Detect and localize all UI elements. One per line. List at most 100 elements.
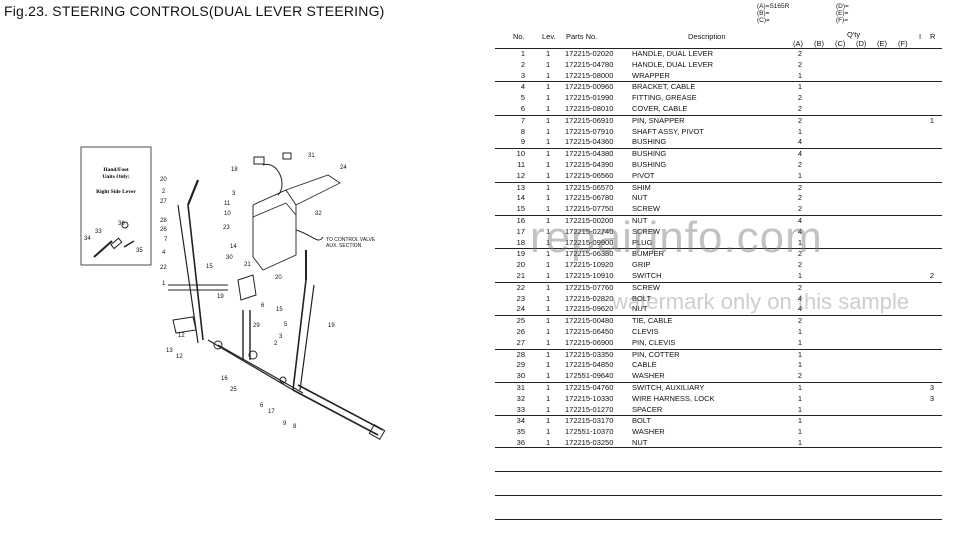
row-lev: 1 (546, 382, 551, 392)
row-qty-a: 4 (797, 215, 803, 225)
row-description: WRAPPER (632, 70, 670, 80)
row-description: SWITCH (632, 270, 662, 280)
blank-row-line (495, 447, 942, 448)
row-part-number: 172215-06570 (565, 182, 614, 192)
watermark-site: repairinfo.com (530, 213, 823, 262)
row-qty-a: 1 (797, 237, 803, 247)
svg-text:19: 19 (328, 323, 335, 329)
row-description: NUT (632, 215, 648, 225)
row-description: SHIM (632, 182, 651, 192)
row-no: 24 (516, 304, 525, 314)
svg-text:8: 8 (293, 424, 297, 430)
row-part-number: 172215-07760 (565, 282, 614, 292)
row-part-number: 172215-06450 (565, 326, 614, 336)
row-part-number: 172215-07750 (565, 204, 614, 214)
row-no: 12 (516, 170, 525, 180)
col-qty-a: (A) (793, 39, 803, 48)
col-parts-no: Parts No. (566, 32, 598, 41)
row-lev: 1 (546, 326, 551, 336)
row-qty-a: 1 (797, 70, 803, 80)
svg-text:10: 10 (224, 211, 231, 217)
watermark-note: watermark only on this sample (612, 289, 910, 314)
row-part-number: 172215-06900 (565, 337, 614, 347)
row-qty-a: 4 (797, 226, 803, 236)
row-description: SWITCH, AUXILIARY (632, 382, 705, 392)
row-qty-a: 2 (797, 49, 803, 58)
row-qty-a: 1 (797, 349, 803, 359)
row-qty-a: 1 (797, 337, 803, 347)
blank-row-line (495, 495, 942, 496)
row-lev: 1 (546, 70, 551, 80)
row-part-number: 172551-09640 (565, 371, 614, 381)
row-qty-a: 1 (797, 326, 803, 336)
row-part-number: 172215-06560 (565, 170, 614, 180)
svg-text:15: 15 (276, 307, 283, 313)
row-lev: 1 (546, 59, 551, 69)
row-lev: 1 (546, 159, 551, 169)
svg-text:26: 26 (160, 227, 167, 233)
row-description: CABLE (632, 360, 657, 370)
svg-text:25: 25 (230, 387, 237, 393)
svg-text:12: 12 (178, 333, 185, 339)
col-qty-e: (E) (877, 39, 887, 48)
row-no: 15 (516, 204, 525, 214)
row-no: 26 (516, 326, 525, 336)
row-description: PLUG (632, 237, 653, 247)
row-lev: 1 (546, 270, 551, 280)
row-description: BUSHING (632, 137, 667, 147)
row-part-number: 172215-08010 (565, 103, 614, 113)
svg-text:6: 6 (260, 403, 264, 409)
row-part-number: 172215-04380 (565, 149, 614, 159)
row-description: SCREW (632, 282, 660, 292)
row-no: 6 (520, 103, 525, 113)
svg-text:3: 3 (232, 191, 236, 197)
row-lev: 1 (546, 316, 551, 326)
row-lev: 1 (546, 437, 551, 447)
row-part-number: 172215-06780 (565, 193, 614, 203)
row-qty-a: 2 (797, 182, 803, 192)
row-qty-a: 2 (797, 316, 803, 326)
row-description: COVER, CABLE (632, 103, 688, 113)
row-description: SHAFT ASSY, PIVOT (632, 126, 704, 136)
row-no: 3 (520, 70, 525, 80)
svg-text:17: 17 (268, 409, 275, 415)
svg-text:14: 14 (230, 244, 237, 250)
svg-text:23: 23 (223, 225, 230, 231)
row-description: BOLT (632, 416, 652, 426)
row-no: 19 (516, 249, 525, 259)
row-description: WIRE HARNESS, LOCK (632, 393, 715, 403)
col-qty-b: (B) (814, 39, 824, 48)
row-part-number: 172215-04850 (565, 360, 614, 370)
row-part-number: 172215-04780 (565, 59, 614, 69)
row-description: PIN, CLEVIS (632, 337, 676, 347)
svg-text:12: 12 (176, 354, 183, 360)
row-no: 9 (520, 137, 525, 147)
row-no: 14 (516, 193, 525, 203)
row-qty-a: 1 (797, 126, 803, 136)
row-no: 4 (520, 82, 525, 92)
row-lev: 1 (546, 226, 551, 236)
svg-text:5: 5 (284, 322, 288, 328)
model-code-a: (A)=S165R (757, 3, 790, 10)
row-qty-a: 1 (797, 437, 803, 447)
col-qty-f: (F) (898, 39, 908, 48)
row-qty-a: 2 (797, 193, 803, 203)
row-qty-a: 2 (797, 159, 803, 169)
row-qty-a: 4 (797, 137, 803, 147)
row-no: 20 (516, 260, 525, 270)
row-part-number: 172215-04760 (565, 382, 614, 392)
row-qty-a: 1 (797, 382, 803, 392)
svg-text:24: 24 (340, 165, 347, 171)
svg-text:2: 2 (162, 189, 166, 195)
row-no: 27 (516, 337, 525, 347)
